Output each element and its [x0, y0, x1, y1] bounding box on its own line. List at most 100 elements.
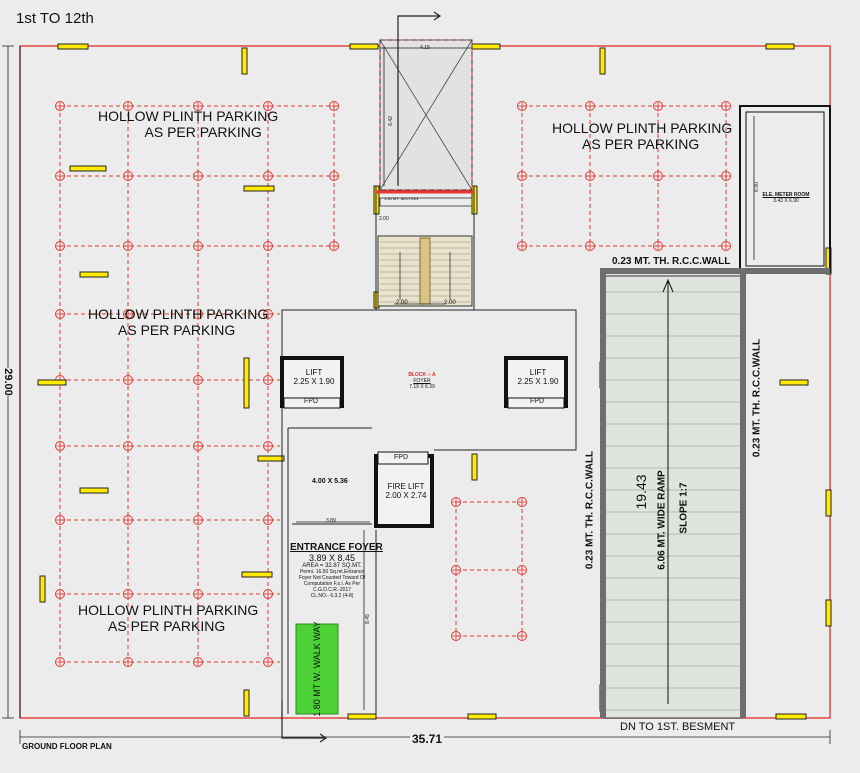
column-marker: [193, 515, 203, 525]
column-marker: [123, 101, 133, 111]
column-marker: [451, 497, 461, 507]
foyer-note-2: Foyer Not Counted Toward Of: [298, 575, 366, 581]
column-marker: [451, 631, 461, 641]
column-marker-cross: [264, 658, 272, 666]
column-marker: [55, 101, 65, 111]
column-marker: [653, 101, 663, 111]
column-marker: [263, 589, 273, 599]
shaft-width-dim: 4.15: [420, 45, 430, 51]
block-size: 7.19 X 6.39: [409, 384, 435, 390]
lift-right-name: LIFT: [529, 368, 547, 377]
foyer-height-dim: 8.45: [364, 614, 371, 624]
column-marker-cross: [452, 566, 460, 574]
entry-arrow-bottom: [281, 700, 328, 743]
column-marker: [585, 101, 595, 111]
foyer-note-5: CL.NO.- 6.3.2 (4-8): [310, 593, 354, 599]
column-marker: [123, 589, 133, 599]
column-marker: [585, 171, 595, 181]
column-marker: [263, 441, 273, 451]
column-marker-cross: [518, 242, 526, 250]
column-marker: [517, 241, 527, 251]
column-marker: [263, 309, 273, 319]
column-marker: [517, 101, 527, 111]
column-marker: [721, 241, 731, 251]
column-marker: [263, 657, 273, 667]
column-marker: [55, 309, 65, 319]
column-marker-cross: [330, 242, 338, 250]
column-marker-cross: [264, 172, 272, 180]
column-marker-cross: [194, 102, 202, 110]
column-marker: [193, 589, 203, 599]
fire-lift-fpd: FPD: [394, 454, 408, 461]
lift-left-name: LIFT: [305, 368, 323, 377]
column-marker: [55, 589, 65, 599]
column-marker-cross: [264, 102, 272, 110]
meter-room-label: ELE. METER ROOM 3.43 X 6.90: [748, 192, 824, 204]
column-marker-cross: [518, 172, 526, 180]
parking-label-2-line2: AS PER PARKING: [118, 322, 236, 338]
column-marker: [123, 515, 133, 525]
column-marker-cross: [56, 590, 64, 598]
parking-label-3-line2: AS PER PARKING: [108, 618, 226, 634]
ramp-width-label: 6.06 MT. WIDE RAMP: [656, 470, 668, 570]
column-marker: [263, 171, 273, 181]
walkway-label: 1.80 MT W. WALK WAY: [312, 621, 322, 717]
column-marker-cross: [56, 516, 64, 524]
lift-left: [280, 356, 344, 409]
column-marker: [193, 171, 203, 181]
foyer-note-1: Permi. 16.50 Sq.mt.Entrance: [299, 569, 365, 575]
column-marker: [193, 309, 203, 319]
meter-height-dim: 6.90: [753, 182, 760, 192]
column-marker-cross: [194, 658, 202, 666]
room-dimension: 4.00 X 5.36: [312, 478, 348, 485]
ramp-wall-left-label: 0.23 MT. TH. R.C.C.WALL: [584, 450, 596, 570]
column-markers: [55, 101, 731, 667]
foyer-note-4: C.G.D.C.R.-2017: [312, 587, 352, 593]
column-marker-cross: [124, 442, 132, 450]
column-marker-cross: [518, 566, 526, 574]
column-marker-cross: [518, 632, 526, 640]
column-marker-cross: [264, 242, 272, 250]
foyer-size: 3.89 X 8.45: [308, 553, 356, 563]
column-marker-cross: [56, 242, 64, 250]
column-marker-cross: [194, 242, 202, 250]
total-width-dim: 35.71: [410, 732, 445, 746]
structural-columns: [37, 43, 832, 720]
column-marker: [263, 241, 273, 251]
column-marker-cross: [518, 102, 526, 110]
column-marker: [263, 515, 273, 525]
block-sub: FOYER: [413, 378, 431, 384]
column-marker-cross: [194, 376, 202, 384]
column-marker-cross: [56, 310, 64, 318]
lift-right-fpd: FPD: [530, 398, 544, 405]
column-marker-cross: [518, 498, 526, 506]
column-marker: [329, 101, 339, 111]
column-marker: [451, 565, 461, 575]
column-marker-cross: [56, 172, 64, 180]
column-marker-cross: [264, 376, 272, 384]
ramp-slope-label: SLOPE 1:7: [678, 482, 690, 534]
shaft-height-dim: 6.42: [387, 116, 394, 126]
column-marker-cross: [124, 376, 132, 384]
column-marker: [123, 309, 133, 319]
column-marker: [193, 441, 203, 451]
column-marker: [123, 241, 133, 251]
column-marker-cross: [264, 590, 272, 598]
lift-right-size: 2.25 X 1.90: [517, 377, 559, 386]
column-marker-cross: [124, 590, 132, 598]
parking-label-1: HOLLOW PLINTH PARKING AS PER PARKING: [98, 108, 278, 140]
column-marker: [517, 565, 527, 575]
column-marker: [55, 241, 65, 251]
column-marker: [193, 657, 203, 667]
total-height-dim: 29.00: [2, 368, 14, 396]
ramp-wall-top-label: 0.23 MT. TH. R.C.C.WALL: [612, 256, 731, 267]
foyer-width-dim: 3.89: [326, 518, 336, 524]
column-marker: [517, 631, 527, 641]
column-marker: [193, 241, 203, 251]
lift-left-fpd: FPD: [304, 398, 318, 405]
parking-label-3-line1: HOLLOW PLINTH PARKING: [78, 602, 259, 618]
column-marker-cross: [124, 658, 132, 666]
column-marker-cross: [654, 242, 662, 250]
